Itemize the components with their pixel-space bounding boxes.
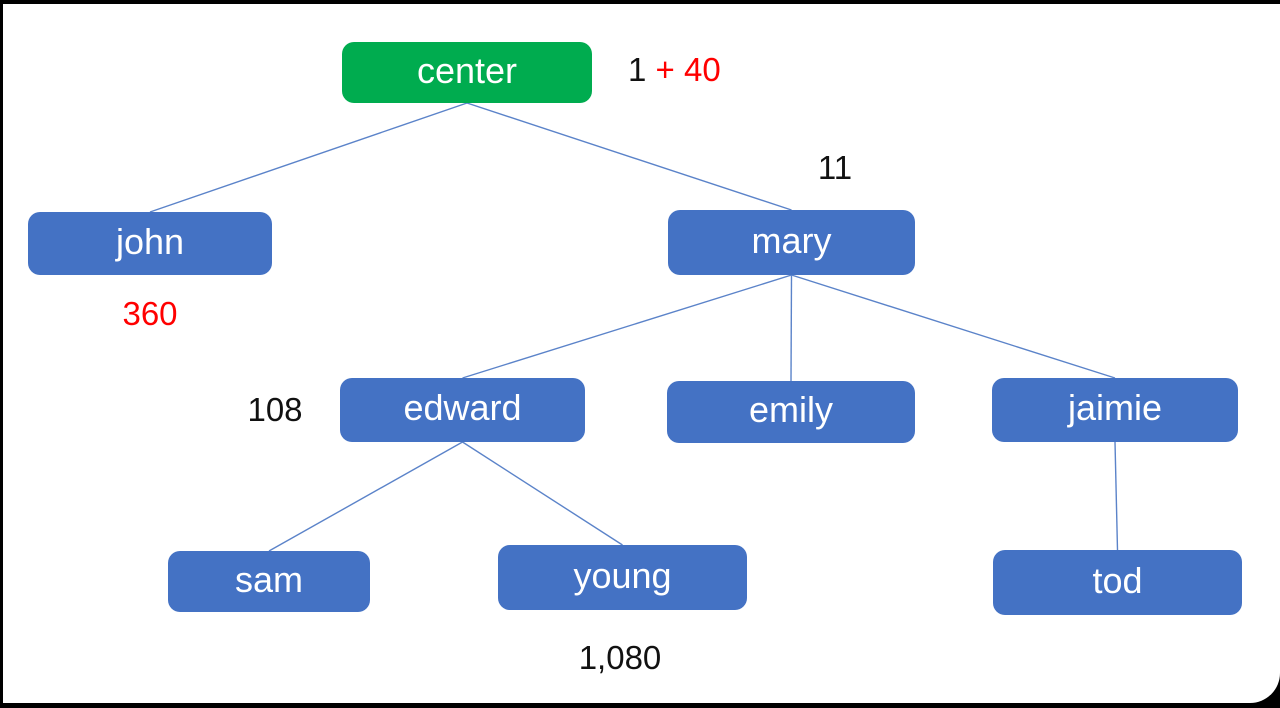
node-jaimie: jaimie bbox=[992, 378, 1238, 442]
node-label: mary bbox=[751, 219, 832, 261]
node-label: emily bbox=[748, 389, 833, 430]
edge-center-mary bbox=[466, 102, 792, 211]
annotation-mary-value: 11 bbox=[817, 149, 853, 186]
node-mary: mary bbox=[668, 210, 915, 275]
node-label: john bbox=[115, 220, 185, 262]
edge-mary-jaimie bbox=[791, 274, 1116, 379]
node-emily: emily bbox=[667, 381, 915, 443]
annotation-text: 360 bbox=[122, 295, 178, 332]
node-center: center bbox=[342, 42, 592, 103]
connector-lines bbox=[149, 102, 1119, 552]
edge-mary-emily bbox=[790, 274, 793, 382]
node-label: young bbox=[573, 554, 672, 596]
annotation-young-value: 1,080 bbox=[578, 639, 662, 676]
annotation-text: 11 bbox=[817, 149, 853, 186]
node-label: tod bbox=[1092, 559, 1143, 601]
node-john: john bbox=[28, 212, 272, 275]
node-label: sam bbox=[234, 558, 303, 600]
edge-jaimie-tod bbox=[1114, 441, 1119, 551]
edge-center-john bbox=[149, 102, 468, 213]
node-edward: edward bbox=[340, 378, 585, 442]
node-label: center bbox=[416, 49, 518, 91]
annotation-john-value: 360 bbox=[122, 295, 178, 332]
node-sam: sam bbox=[168, 551, 370, 612]
annotation-root-count: 1 + 40 bbox=[628, 51, 721, 88]
annotation-text: 108 bbox=[247, 391, 303, 428]
node-young: young bbox=[498, 545, 747, 610]
node-label: edward bbox=[403, 387, 522, 428]
annotation-text: 1 bbox=[628, 51, 656, 88]
node-tod: tod bbox=[993, 550, 1242, 615]
annotation-text: + 40 bbox=[655, 51, 721, 88]
slide-canvas: center john mary edward emily jaimie sam young t… bbox=[3, 4, 1280, 703]
edge-edward-young bbox=[462, 441, 623, 546]
annotation-text: 1,080 bbox=[578, 639, 662, 676]
edge-edward-sam bbox=[268, 441, 463, 552]
node-label: jaimie bbox=[1067, 387, 1163, 428]
edge-mary-edward bbox=[462, 274, 792, 379]
annotation-edward-value: 108 bbox=[247, 391, 303, 428]
